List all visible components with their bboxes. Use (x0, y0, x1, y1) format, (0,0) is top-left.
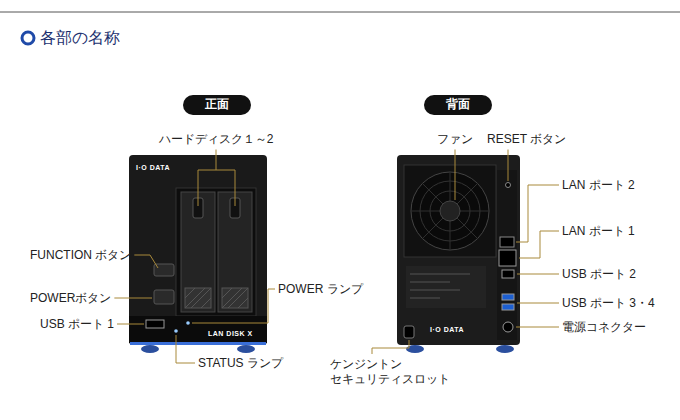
port-panel (497, 170, 517, 340)
tray-vent (185, 288, 211, 308)
part-label: LAN ポート 2 (562, 178, 635, 193)
power-button (154, 290, 174, 304)
part-label: STATUS ランプ (198, 356, 283, 371)
sticker-lines (410, 274, 470, 298)
drive-tray (181, 192, 215, 312)
leader-line (117, 324, 144, 325)
lan-port (500, 237, 514, 247)
drive-tray (218, 192, 252, 312)
part-label: ファン (437, 132, 473, 147)
fan-spokes (411, 172, 489, 250)
bracket (198, 170, 199, 206)
spec-sticker (406, 266, 486, 308)
leader-line (516, 185, 559, 242)
leader-line (114, 298, 152, 299)
leader-line (519, 231, 559, 258)
part-label: POWER ランプ (278, 282, 363, 297)
part-label: ケンジントン セキュリティスロット (330, 357, 454, 387)
part-label: FUNCTION ボタン (30, 248, 131, 263)
usb-port (502, 294, 514, 300)
part-label: USB ポート 2 (562, 267, 636, 282)
leader-line (216, 150, 217, 171)
part-label: POWERボタン (30, 291, 111, 306)
fan (411, 172, 489, 250)
part-label: RESET ボタン (487, 132, 566, 147)
leader-line (134, 255, 158, 268)
rear-housing (397, 155, 520, 345)
usb-port (502, 304, 514, 310)
fan-frame (404, 165, 496, 257)
part-label: ハードディスク１～2 (159, 132, 274, 147)
power-lamp (186, 321, 190, 325)
blue-band (130, 342, 266, 345)
title-bullet (22, 32, 34, 44)
leader-line (517, 303, 559, 304)
leader-line (372, 340, 409, 354)
fan-hub (440, 201, 460, 221)
bracket (235, 170, 236, 206)
front-housing (129, 155, 267, 345)
logo-text: I·O DATA (136, 164, 170, 173)
status-lamp (174, 329, 178, 333)
drive-bay (176, 188, 256, 316)
leader-line (455, 150, 456, 201)
leader-line (176, 335, 195, 363)
logo-text: LAN DISK X (208, 330, 253, 339)
page-title: 各部の名称 (40, 28, 120, 48)
part-label: USB ポート 1 (40, 317, 114, 332)
view-tag-text: 背面 (446, 97, 470, 111)
kensington-slot (404, 326, 414, 338)
leader-line (508, 150, 509, 182)
top-rule (0, 12, 680, 13)
front-strip (129, 316, 267, 343)
lan-port (499, 250, 516, 266)
reset-hole (506, 183, 511, 188)
power-jack (503, 322, 513, 332)
foot (237, 345, 255, 353)
usb-port (502, 270, 514, 278)
view-tag: 背面 (424, 95, 492, 115)
part-label: USB ポート 3・4 (562, 296, 655, 311)
vent-grille (185, 288, 248, 308)
leader-line (516, 327, 559, 328)
leader-line (517, 274, 559, 275)
leader-line (192, 289, 275, 323)
usb-port (146, 320, 164, 328)
view-tag: 正面 (183, 95, 251, 115)
part-label: LAN ポート 1 (562, 224, 635, 239)
foot (496, 345, 514, 353)
tray-vent (222, 288, 248, 308)
foot (141, 345, 159, 353)
logo-text: I·O DATA (430, 326, 464, 335)
view-tag-text: 正面 (205, 97, 229, 111)
part-label: 電源コネクター (562, 320, 646, 335)
